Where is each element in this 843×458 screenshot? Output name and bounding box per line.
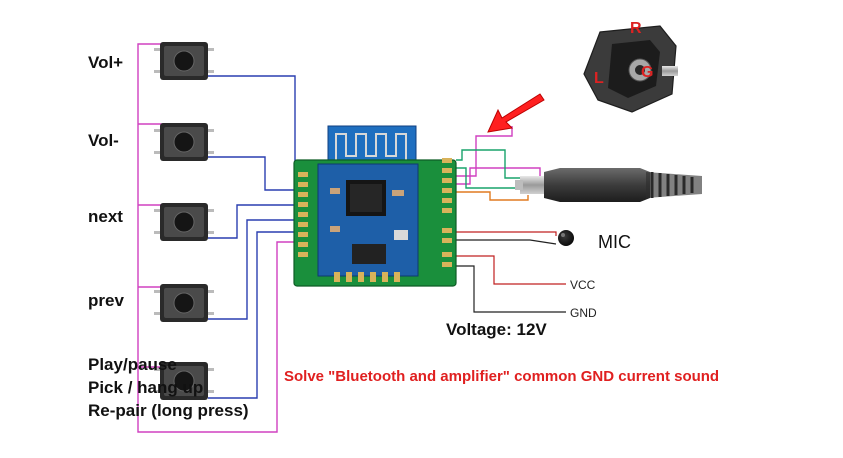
- jack-pin-g: G: [641, 64, 654, 81]
- button-label-vol-down: Vol-: [88, 131, 119, 150]
- play-button-label: Play/pause Pick / hang up Re-pair (long …: [88, 353, 249, 422]
- jack-pin-l: L: [594, 70, 604, 87]
- button-label-prev: prev: [88, 291, 124, 310]
- play-label-line-3: Re-pair (long press): [88, 401, 249, 420]
- push-button-1-icon: [154, 42, 214, 80]
- push-button-5-icon: [154, 362, 214, 400]
- push-button-3-icon: [154, 203, 214, 241]
- blue-wires: [208, 75, 302, 399]
- play-label-line-2: Pick / hang up: [88, 378, 204, 397]
- push-button-2-icon: [154, 123, 214, 161]
- push-button-icons: [154, 42, 214, 400]
- note-text: Solve "Bluetooth and amplifier" common G…: [284, 368, 720, 385]
- red-arrow-icon: [487, 93, 545, 133]
- bluetooth-board-icon: [293, 125, 457, 287]
- vcc-label: VCC: [570, 278, 596, 292]
- mic-label: MIC: [598, 232, 631, 252]
- jack-socket-icon: [583, 25, 678, 113]
- play-label-line-1: Play/pause: [88, 355, 177, 374]
- voltage-label: Voltage: 12V: [446, 320, 547, 339]
- jack-pin-r: R: [630, 20, 642, 37]
- mic-power-wires: [456, 231, 566, 313]
- microphone-icon: [558, 230, 574, 246]
- audio-plug-icon: [515, 168, 702, 202]
- push-button-4-icon: [154, 284, 214, 322]
- jack-wires: [456, 149, 529, 201]
- gnd-label: GND: [570, 306, 597, 320]
- button-label-next: next: [88, 207, 123, 226]
- button-label-vol-up: Vol+: [88, 53, 124, 72]
